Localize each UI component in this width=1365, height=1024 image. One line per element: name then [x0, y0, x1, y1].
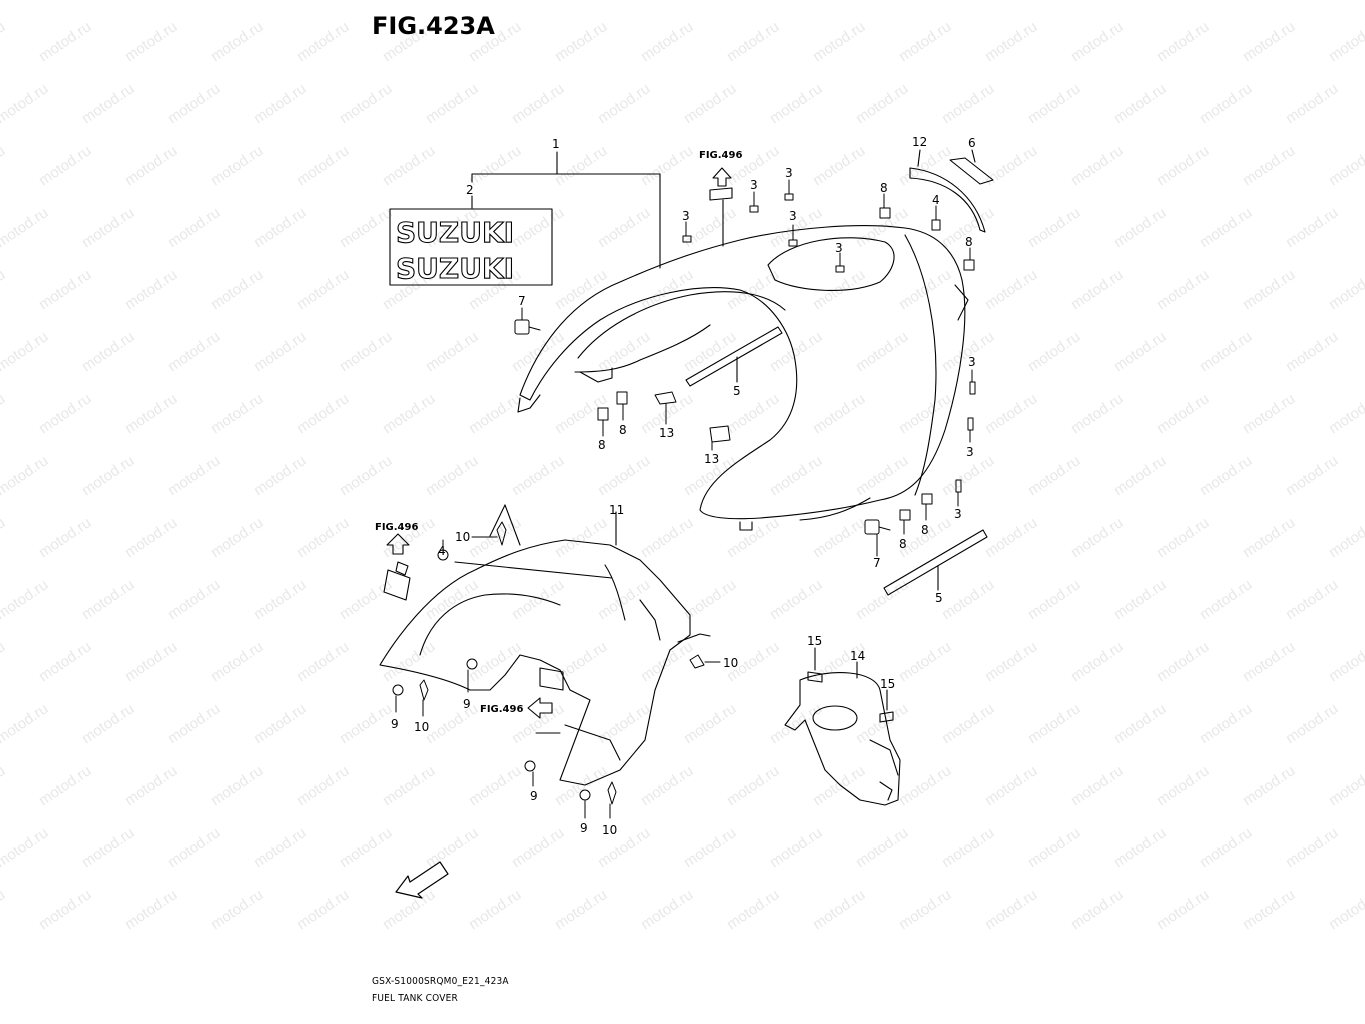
callout-label: 13: [659, 426, 674, 440]
callout-label: 3: [966, 445, 974, 459]
suzuki-emblem-set: [389, 208, 553, 286]
callout-label: 10: [602, 823, 617, 837]
callout-label: 4: [438, 544, 446, 558]
callout-label: 10: [455, 530, 470, 544]
model-code: GSX-S1000SRQM0_E21_423A: [372, 976, 509, 987]
lower-cover-shape: [379, 504, 711, 786]
callout-label: 8: [965, 235, 973, 249]
callout-label: 1: [552, 137, 560, 151]
callout-label: 3: [954, 507, 962, 521]
callout-label: 10: [414, 720, 429, 734]
callout-label: 4: [932, 193, 940, 207]
callout-label: 3: [835, 241, 843, 255]
fastener-parts: [392, 179, 976, 819]
callout-label: 8: [598, 438, 606, 452]
callout-label: 3: [785, 166, 793, 180]
fig-ref-label-top: FIG.496: [699, 150, 742, 161]
figure-caption: FUEL TANK COVER: [372, 993, 458, 1004]
callout-label: 5: [935, 591, 943, 605]
weather-strip-upper: [685, 326, 783, 387]
fig-ref-arrow-top: [709, 167, 733, 201]
callout-label: 15: [880, 677, 895, 691]
callout-numbers: 1 2 3 3 3 3 3 3 3 3 3 4 4 5 5 6 7 7 8 8 …: [391, 135, 976, 837]
emblem-text-upper: SUZUKI: [396, 216, 514, 249]
fig-ref-label-bottom: FIG.496: [480, 704, 523, 715]
fig-ref-arrow-left: [386, 533, 410, 555]
inner-cover-14: [784, 647, 901, 806]
callout-label: 3: [682, 209, 690, 223]
fig-ref-label-left: FIG.496: [375, 522, 418, 533]
callout-label: 7: [873, 556, 881, 570]
callout-label: 8: [921, 523, 929, 537]
callout-label: 8: [619, 423, 627, 437]
callout-label: 2: [466, 183, 474, 197]
emblem-lettering: SUZUKI SUZUKI: [395, 215, 514, 285]
trim-cap-6: [949, 149, 994, 185]
callout-label: 13: [704, 452, 719, 466]
callout-label: 3: [789, 209, 797, 223]
callout-1-bracket: [471, 151, 661, 269]
callout-label: 3: [750, 178, 758, 192]
callout-label: 3: [968, 355, 976, 369]
callout-label: 7: [518, 294, 526, 308]
callout-label: 8: [899, 537, 907, 551]
forward-direction-arrow: [395, 861, 449, 899]
fuel-tank-cover-shape: [517, 199, 969, 531]
fig-ref-arrow-bottom: [527, 697, 553, 719]
figure-title: FIG.423A: [372, 12, 495, 40]
callout-label: 10: [723, 656, 738, 670]
callout-label: 9: [580, 821, 588, 835]
callout-label: 9: [463, 697, 471, 711]
callout-label: 9: [391, 717, 399, 731]
weather-strip-lower: [883, 529, 988, 596]
callout-label: 12: [912, 135, 927, 149]
callout-label: 8: [880, 181, 888, 195]
callout-label: 14: [850, 649, 865, 663]
emblem-text-lower: SUZUKI: [396, 252, 514, 285]
callout-label: 9: [530, 789, 538, 803]
callout-label: 5: [733, 384, 741, 398]
trim-strip-12: [909, 149, 986, 233]
callout-label: 11: [609, 503, 624, 517]
callout-label: 6: [968, 136, 976, 150]
callout-label: 15: [807, 634, 822, 648]
